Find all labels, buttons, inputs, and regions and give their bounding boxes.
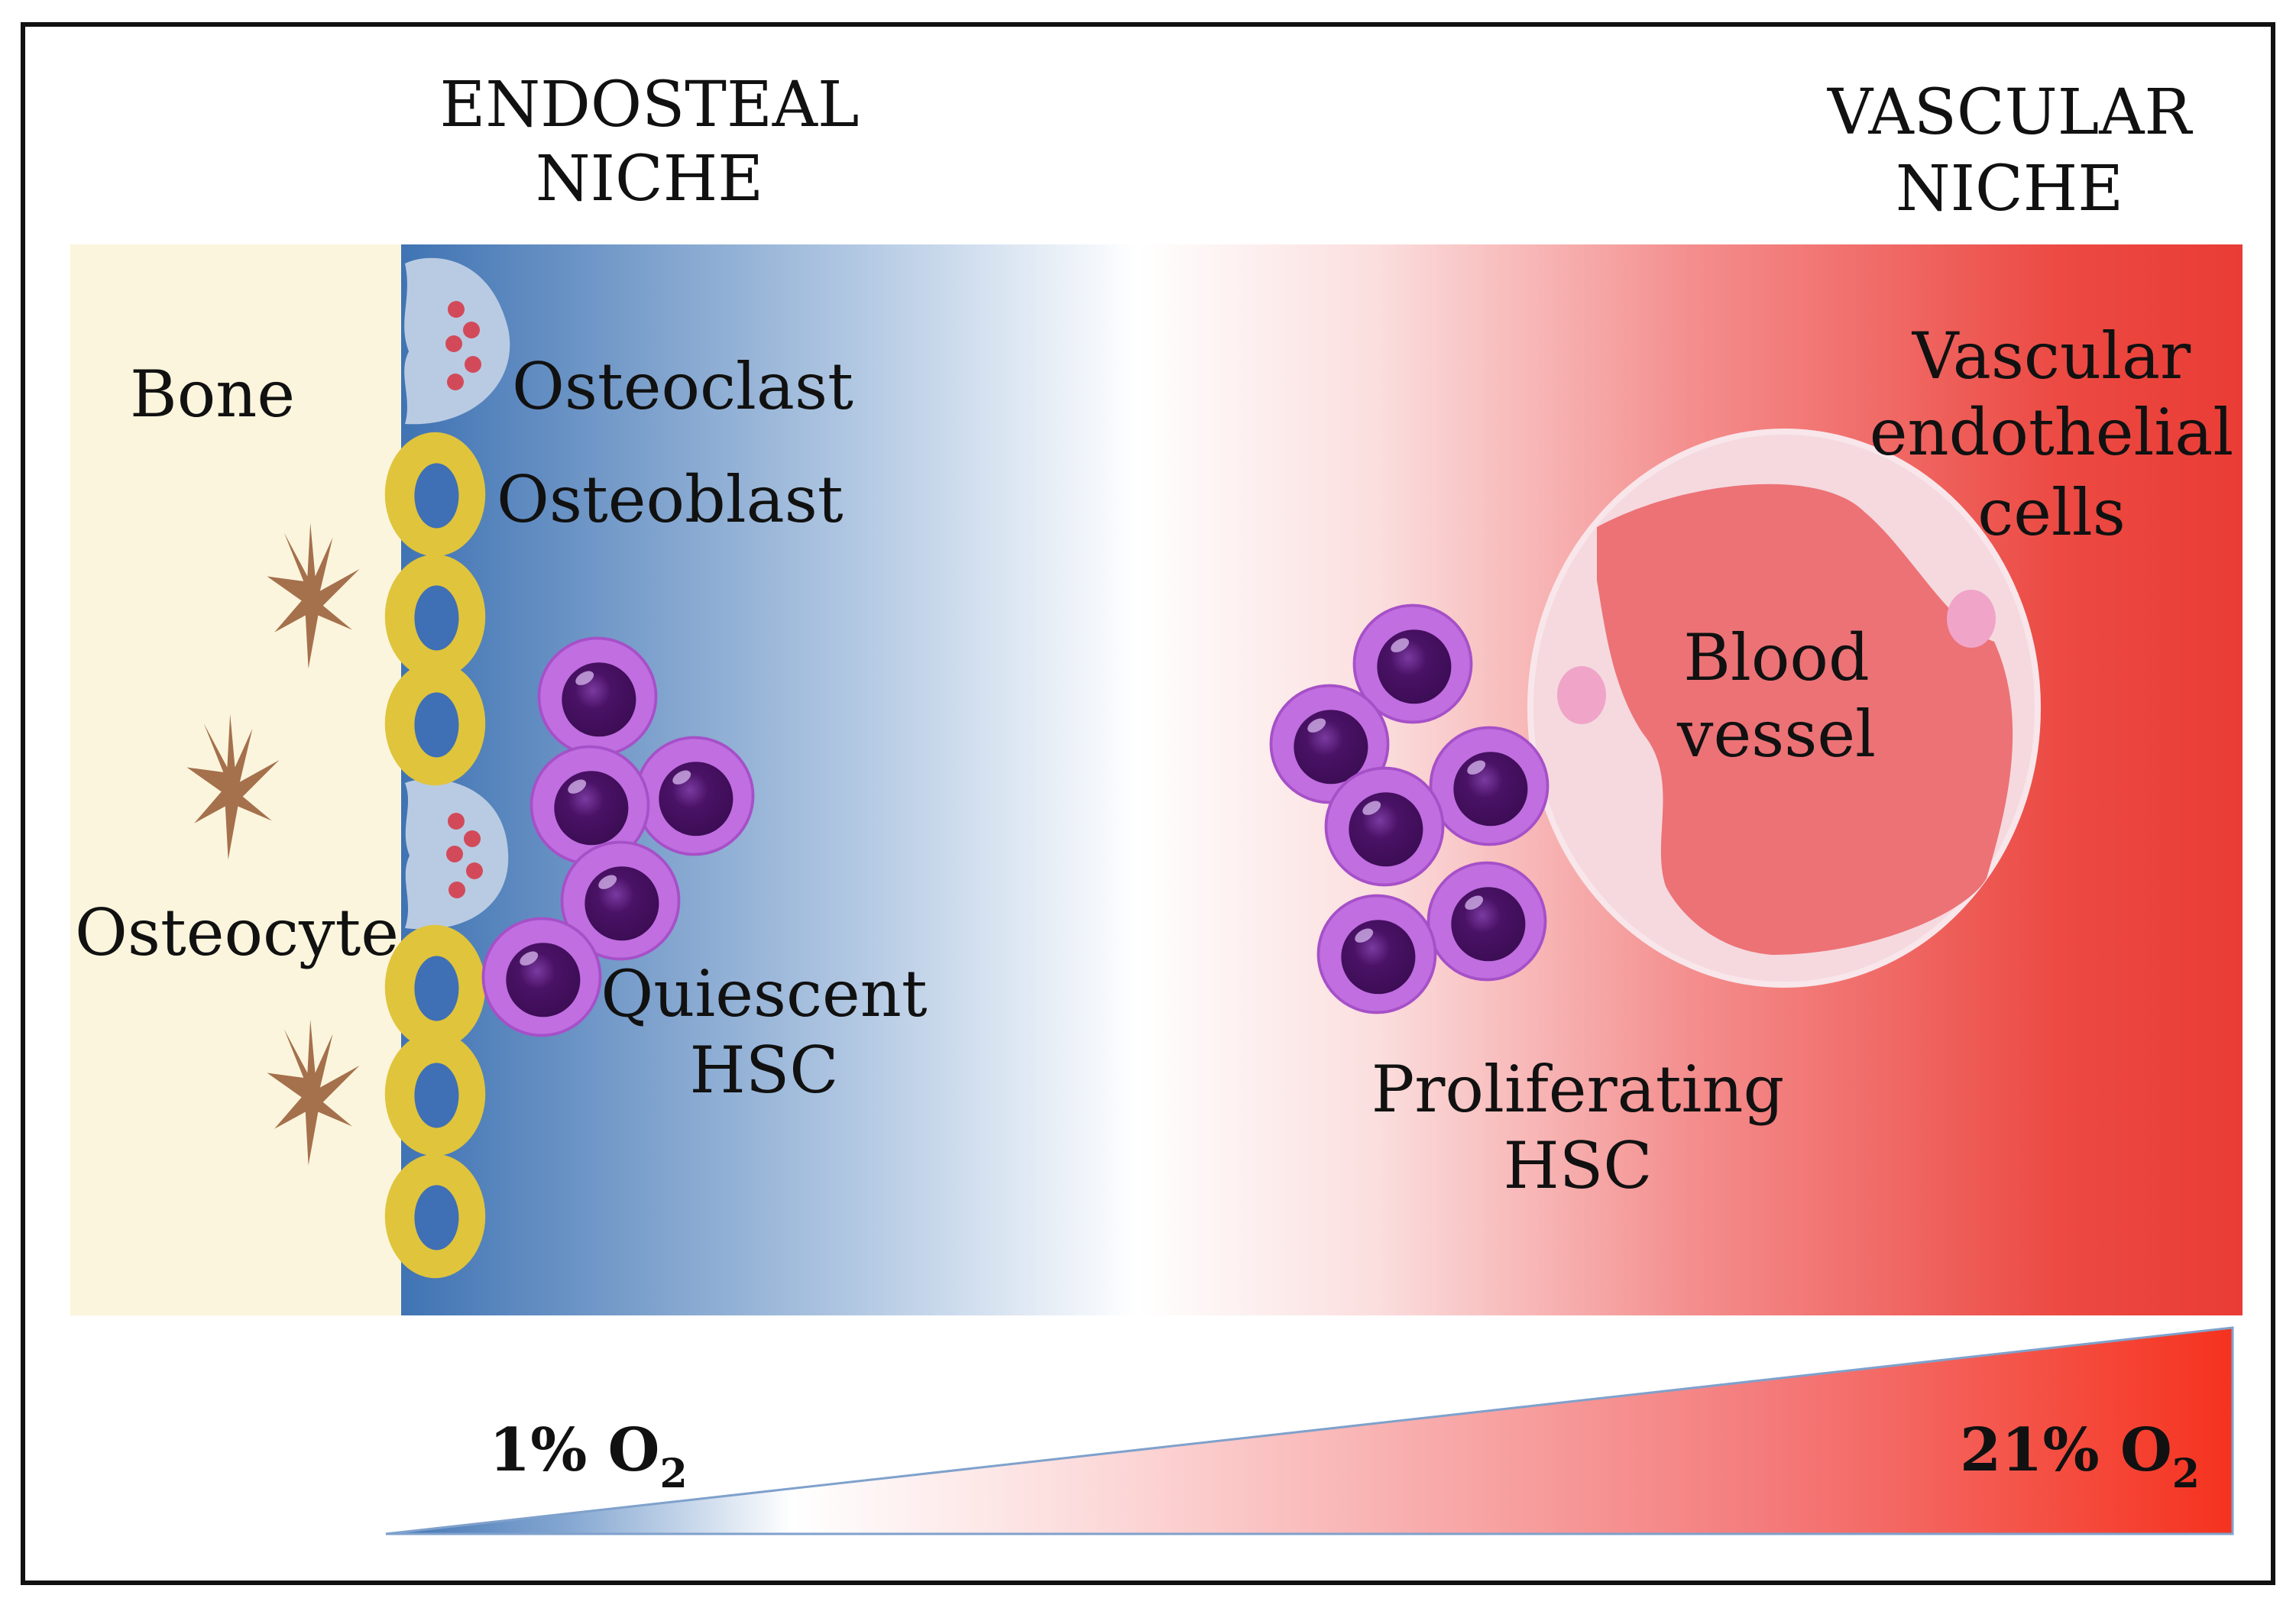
osteoclast-cell-2 <box>405 778 509 930</box>
oxygen-low-subscript: 2 <box>660 1451 688 1497</box>
oxygen-high-subscript: 2 <box>2172 1451 2200 1497</box>
osteocyte-label: Osteocyte <box>75 895 399 970</box>
endothelial-label-line1: Vascular <box>1912 319 2191 393</box>
oxygen-high-label: 21% O2 <box>1960 1415 2200 1497</box>
proliferating-hsc-label-line1: Proliferating <box>1371 1052 1785 1127</box>
quiescent-hsc-label-line2: HSC <box>689 1033 838 1108</box>
osteoclast-cell-1 <box>404 257 510 425</box>
osteoblast-cell-2 <box>384 554 486 679</box>
endosteal-header-line1: ENDOSTEAL <box>440 69 860 141</box>
oxygen-gradient-wedge <box>385 1326 2234 1535</box>
osteoblast-cell-6 <box>384 1153 486 1279</box>
osteoblast-label: Osteoblast <box>497 462 844 537</box>
proliferating-hsc-cell-3 <box>1429 726 1550 846</box>
blood-vessel-label-line2: vessel <box>1676 697 1876 772</box>
osteoblast-cell-5 <box>384 1031 486 1157</box>
endosteal-header-line2: NICHE <box>536 143 763 215</box>
endothelial-label-line3: cells <box>1977 475 2126 550</box>
oxygen-low-label: 1% O2 <box>489 1415 688 1497</box>
proliferating-hsc-label-line2: HSC <box>1503 1128 1652 1203</box>
quiescent-hsc-cell-2 <box>634 736 755 856</box>
quiescent-hsc-label-line1: Quiescent <box>601 956 928 1031</box>
quiescent-hsc-cell-1 <box>537 636 658 757</box>
proliferating-hsc-cell-4 <box>1324 766 1445 887</box>
endothelial-label-line2: endothelial <box>1870 395 2233 470</box>
osteoblast-cell-4 <box>384 924 486 1050</box>
quiescent-hsc-cell-5 <box>481 917 602 1037</box>
vascular-header-line1: VASCULAR <box>1827 76 2194 149</box>
blood-vessel <box>1527 429 2041 988</box>
bone-label: Bone <box>130 357 295 432</box>
osteoblast-cell-3 <box>384 661 486 786</box>
oxygen-low-value: 1% O <box>489 1415 660 1485</box>
blood-vessel-label-line1: Blood <box>1683 620 1870 695</box>
proliferating-hsc-cell-5 <box>1426 861 1547 982</box>
vascular-header-line2: NICHE <box>1896 153 2123 225</box>
oxygen-high-value: 21% O <box>1960 1415 2172 1485</box>
osteoblast-cell-1 <box>384 432 486 557</box>
proliferating-hsc-cell-6 <box>1316 894 1437 1014</box>
osteoclast-label: Osteoclast <box>512 349 853 424</box>
